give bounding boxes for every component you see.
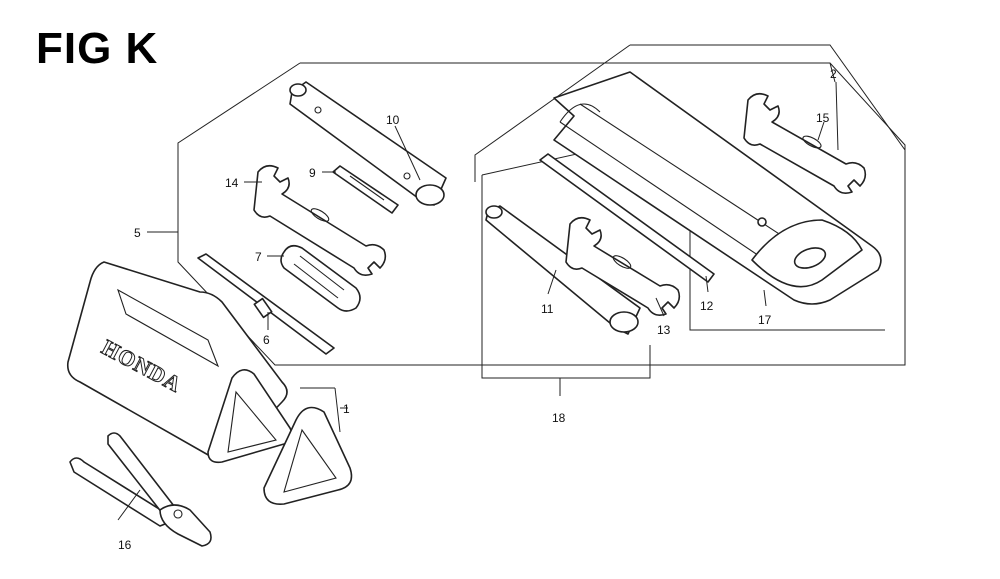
figure-title: FIG K bbox=[36, 24, 159, 73]
callout-18: 18 bbox=[552, 411, 566, 425]
leader-lines bbox=[117, 81, 839, 521]
callout-15: 15 bbox=[816, 111, 830, 125]
callout-11: 11 bbox=[541, 302, 554, 316]
bag-open-end-wrench-part bbox=[565, 216, 681, 316]
box-wrench-part bbox=[289, 81, 447, 206]
tool-pouch-part bbox=[263, 406, 353, 505]
callout-13: 13 bbox=[657, 323, 671, 337]
callout-10: 10 bbox=[386, 113, 400, 127]
callout-5: 5 bbox=[134, 226, 141, 240]
tool-case-part: HONDA bbox=[66, 261, 293, 464]
screwdriver-blade-part bbox=[332, 165, 399, 214]
callout-16: 16 bbox=[118, 538, 132, 552]
tool-set-outline bbox=[177, 62, 906, 366]
callout-labels: 1 2 5 6 7 9 10 11 12 13 14 15 16 17 18 bbox=[118, 67, 837, 552]
pliers-part bbox=[69, 432, 212, 547]
tool-bag-outline bbox=[474, 44, 906, 182]
screwdriver-part bbox=[280, 244, 361, 312]
screwdriver-shaft-part bbox=[197, 253, 335, 355]
callout-1: 1 bbox=[343, 402, 350, 416]
callout-9: 9 bbox=[309, 166, 316, 180]
bag-box-wrench-part bbox=[485, 205, 641, 335]
open-end-wrench-part bbox=[253, 164, 387, 276]
callout-17: 17 bbox=[758, 313, 772, 327]
tool-roll-part bbox=[553, 71, 882, 305]
bag-top-wrench-part bbox=[743, 92, 867, 194]
extension-bar-part bbox=[539, 153, 715, 283]
callout-2: 2 bbox=[830, 67, 837, 81]
callout-14: 14 bbox=[225, 176, 239, 190]
callout-12: 12 bbox=[700, 299, 714, 313]
callout-7: 7 bbox=[255, 250, 262, 264]
callout-6: 6 bbox=[263, 333, 270, 347]
